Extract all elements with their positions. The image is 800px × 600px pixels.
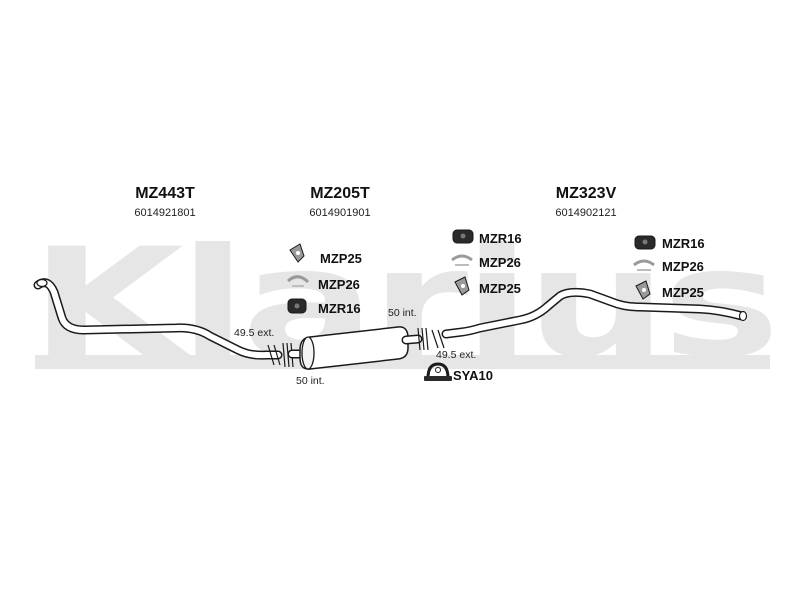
dim-left-int: 50 int. xyxy=(296,375,325,387)
rubber-hanger-icon xyxy=(286,275,310,287)
watermark-underline xyxy=(35,355,770,369)
right-joint-marks xyxy=(417,327,445,351)
fitting-label: MZP26 xyxy=(318,277,360,292)
section-ref-middle-silencer: 6014901901 xyxy=(309,207,370,219)
section-code-middle-silencer: MZ205T xyxy=(310,185,370,202)
fitting-label: MZP26 xyxy=(662,259,704,274)
rubber-mount-icon xyxy=(287,298,307,314)
fitting-label: SYA10 xyxy=(453,368,493,383)
rubber-mount-icon xyxy=(452,229,474,244)
rubber-hanger-icon xyxy=(633,259,655,271)
bracket-icon xyxy=(635,280,651,300)
fittings-group-1: MZP25 MZP26 MZR16 xyxy=(286,243,362,316)
fitting-label: MZR16 xyxy=(479,231,522,246)
fitting-label: MZP26 xyxy=(479,255,521,270)
dim-right-ext: 49.5 ext. xyxy=(436,349,476,361)
rubber-mount-icon xyxy=(634,235,656,250)
fittings-group-3: MZR16 MZP26 MZP25 xyxy=(633,235,705,300)
fitting-label: MZP25 xyxy=(320,251,362,266)
bracket-icon xyxy=(289,243,305,263)
dimension-labels: 49.5 ext. 50 int. 50 int. 49.5 ext. xyxy=(234,307,476,387)
section-headers: MZ443T 6014921801 MZ205T 6014901901 MZ32… xyxy=(134,185,616,219)
fitting-label: MZR16 xyxy=(318,301,361,316)
clamp-icon xyxy=(424,362,452,381)
fitting-label: MZP25 xyxy=(662,285,704,300)
clamp-fitting: SYA10 xyxy=(424,362,493,383)
front-pipe-body xyxy=(443,289,745,337)
fittings-group-2: MZR16 MZP26 MZP25 xyxy=(451,229,522,296)
section-code-rear-pipe: MZ443T xyxy=(135,185,195,202)
section-ref-rear-pipe: 6014921801 xyxy=(134,207,195,219)
dim-right-int: 50 int. xyxy=(388,307,417,319)
tail-pipe xyxy=(33,278,283,360)
silencer-end-cap xyxy=(301,336,315,370)
tail-pipe-outlet xyxy=(36,278,48,288)
silencer-outlet xyxy=(403,336,421,343)
rubber-hanger-icon xyxy=(451,254,473,266)
front-pipe-inlet xyxy=(738,310,748,322)
silencer-body xyxy=(299,326,409,370)
middle-silencer xyxy=(287,326,423,370)
bracket-icon xyxy=(454,276,470,296)
dim-left-ext: 49.5 ext. xyxy=(234,327,274,339)
front-pipe xyxy=(441,287,748,339)
fitting-label: MZR16 xyxy=(662,236,705,251)
section-ref-front-pipe: 6014902121 xyxy=(555,207,616,219)
tail-pipe-body xyxy=(35,279,281,359)
section-code-front-pipe: MZ323V xyxy=(556,185,617,202)
fitting-label: MZP25 xyxy=(479,281,521,296)
